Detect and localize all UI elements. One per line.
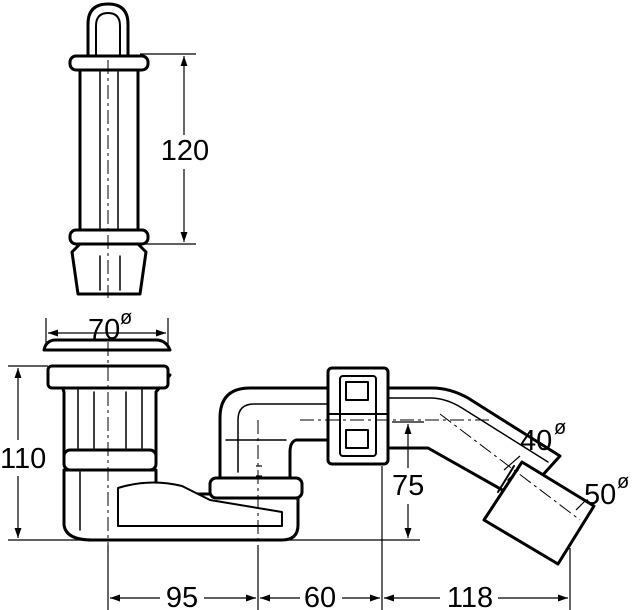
label-flange-diameter: 70: [88, 314, 120, 346]
label-span-2: 60: [304, 582, 336, 610]
leader-lines: [503, 455, 587, 511]
extension-lines: [8, 53, 571, 610]
label-outlet-inner-diameter: 40: [520, 425, 552, 457]
center-lines: [107, 60, 581, 545]
label-span-1: 95: [166, 582, 198, 610]
dimension-labels: 120 70 ø 110 75 40 ø 50 ø 95 60 118: [0, 135, 629, 610]
outlet-inner-diameter-symbol: ø: [554, 417, 566, 439]
label-overflow-height: 120: [161, 135, 209, 167]
label-outlet-height: 75: [392, 470, 424, 502]
label-span-3: 118: [447, 582, 493, 610]
trap-bend: [208, 386, 340, 500]
label-outlet-outer-diameter: 50: [584, 479, 616, 511]
waste-valve-body: [42, 338, 300, 542]
union-nut: [326, 366, 390, 466]
overflow-standpipe: [68, 2, 150, 296]
flange-diameter-symbol: ø: [120, 307, 132, 329]
outlet-outer-diameter-symbol: ø: [617, 471, 629, 493]
outlet-pipe: [378, 386, 596, 566]
label-total-height: 110: [0, 443, 46, 475]
